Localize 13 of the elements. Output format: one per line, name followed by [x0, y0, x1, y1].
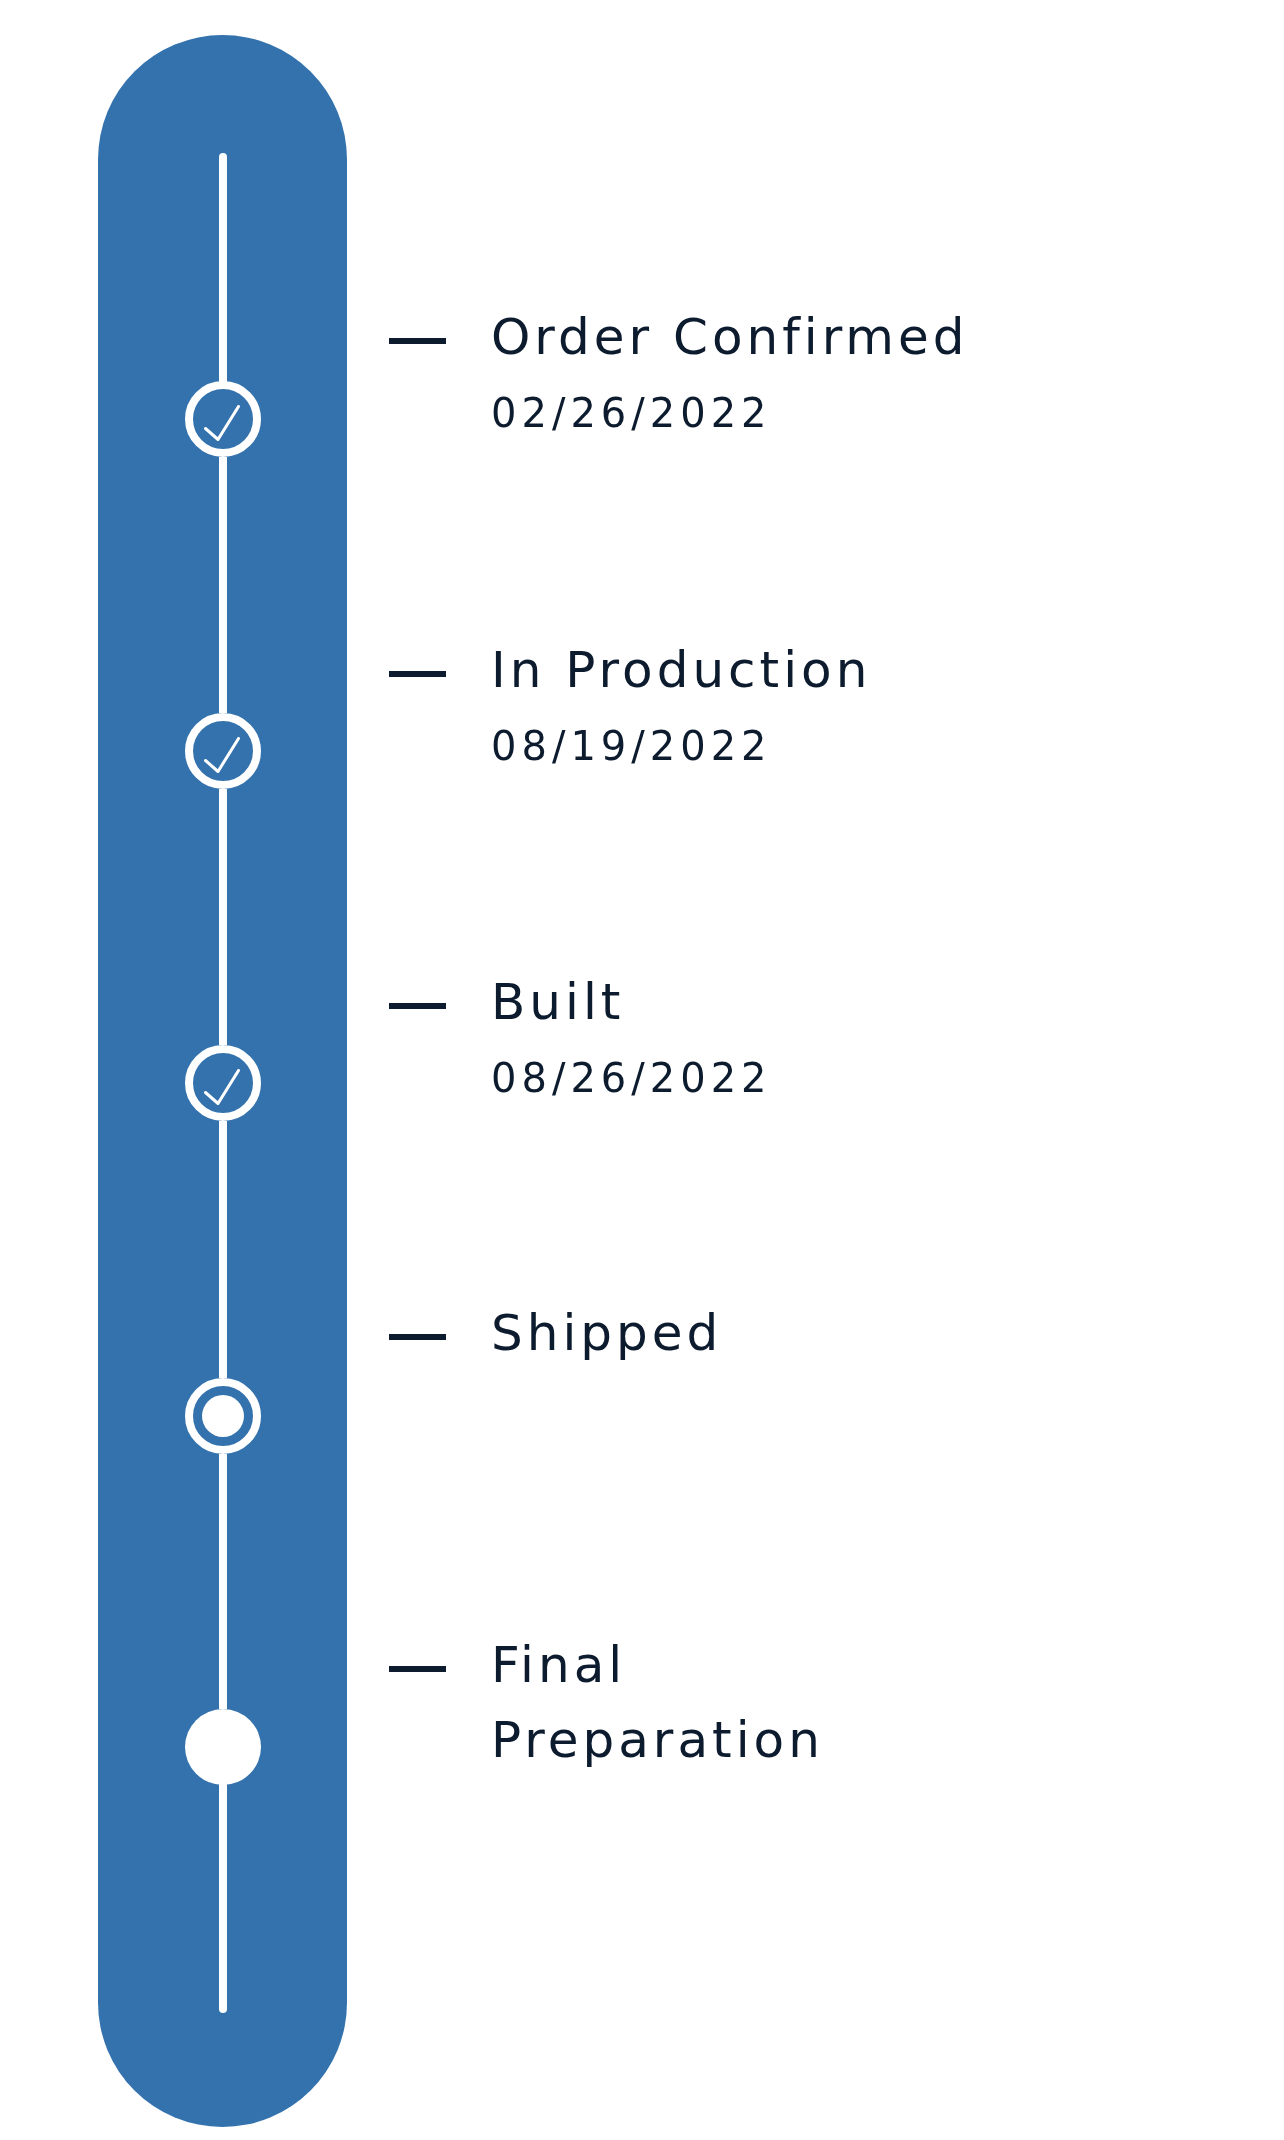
step-title: Final Preparation	[491, 1635, 825, 1771]
completed-step-circle	[185, 381, 261, 457]
step-title: Built	[491, 972, 625, 1033]
step-title: Order Confirmed	[491, 307, 969, 368]
step-date: 08/26/2022	[491, 1054, 772, 1103]
step-title: Shipped	[491, 1303, 723, 1364]
step-date: 08/19/2022	[491, 722, 772, 771]
completed-step-circle	[185, 1045, 261, 1121]
step-date: 02/26/2022	[491, 389, 772, 438]
completed-step-circle	[185, 713, 261, 789]
pending-step-circle	[185, 1709, 261, 1785]
current-step-circle	[185, 1378, 261, 1454]
step-title: In Production	[491, 640, 872, 701]
